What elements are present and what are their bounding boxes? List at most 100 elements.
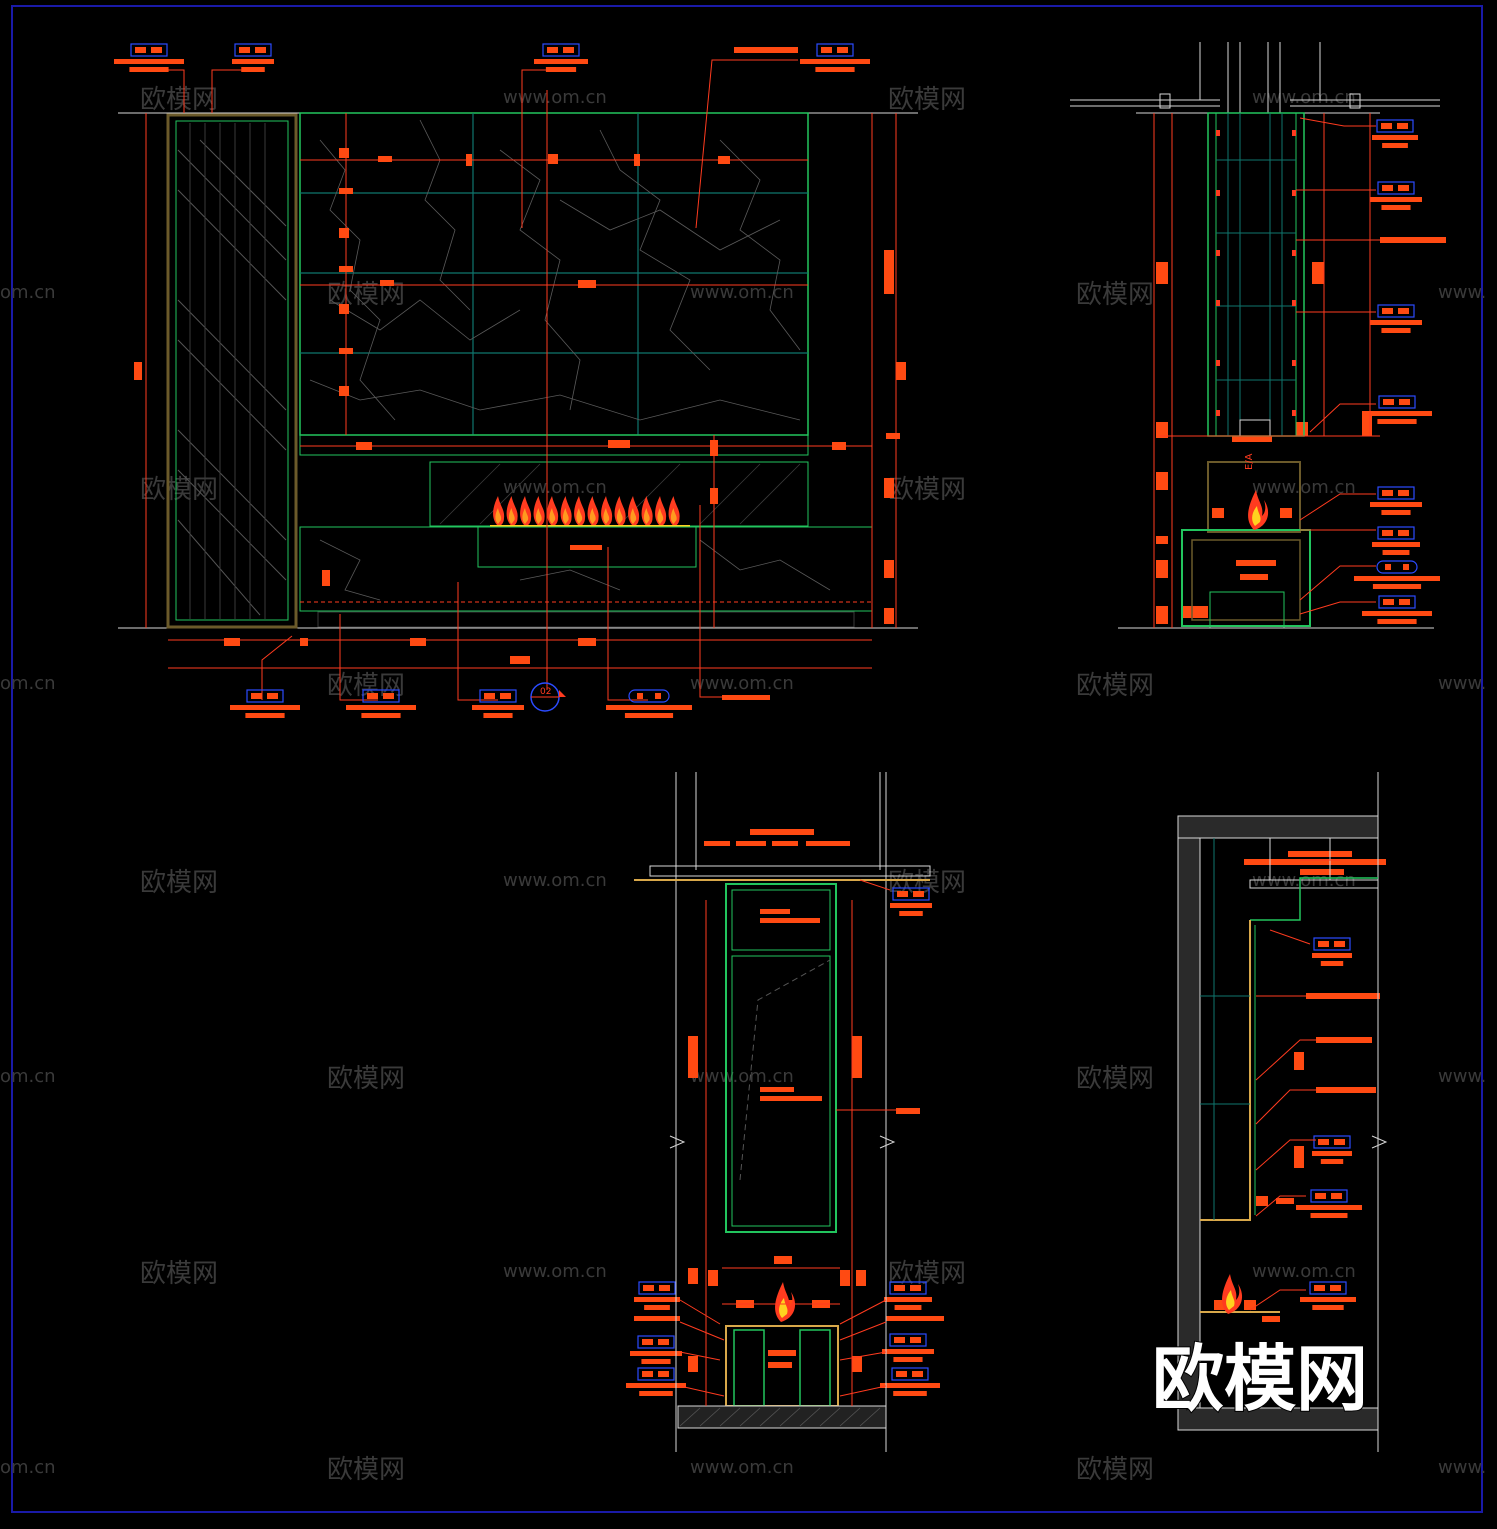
dimension-text-block — [570, 545, 602, 550]
watermark-url-fragment: om.cn — [0, 1066, 56, 1087]
material-callout-tag — [800, 43, 870, 72]
callout-pill-tag — [1354, 560, 1440, 589]
flame-icon — [1248, 490, 1269, 530]
watermark-brand: 欧模网 — [888, 1259, 966, 1289]
material-callout-tag — [1362, 595, 1432, 624]
material-callout-tag — [472, 689, 524, 718]
dimension-text-block — [356, 442, 372, 450]
annotation-tags — [114, 43, 1446, 1396]
flame-icon — [574, 496, 586, 526]
dimension-text-block — [896, 1108, 920, 1114]
dimension-text-block — [1316, 1037, 1372, 1043]
flame-icon — [1222, 1274, 1243, 1314]
watermark-url: www.om.cn — [690, 282, 794, 303]
dimension-text-block — [772, 841, 798, 846]
dimension-text-block — [760, 1096, 822, 1101]
dimension-text-block — [578, 638, 596, 646]
flame-icon — [520, 496, 532, 526]
watermark-url: www.om.cn — [1252, 87, 1356, 108]
material-callout-tag — [1372, 119, 1418, 148]
dimension-text-block — [339, 228, 349, 238]
material-callout-tag — [880, 1367, 940, 1396]
flame-icon — [641, 496, 653, 526]
big-watermark: 欧模网 — [1152, 1337, 1368, 1421]
material-callout-tag — [534, 43, 588, 72]
flame-icon — [506, 496, 518, 526]
dimension-text-block — [1244, 1300, 1256, 1310]
material-callout-tag — [626, 1367, 686, 1396]
dimension-text-block — [1156, 560, 1168, 578]
dimension-text-block — [806, 841, 850, 846]
watermark-url-fragment: www. — [1438, 282, 1486, 303]
dimension-text-block — [1362, 414, 1372, 436]
dimension-text-block — [736, 841, 766, 846]
dimension-text-block — [1316, 1087, 1376, 1093]
dimension-text-block — [466, 154, 472, 166]
fireplace-base — [299, 526, 873, 612]
watermark-brand: 欧模网 — [1076, 1455, 1154, 1485]
watermark-brand: 欧模网 — [140, 868, 218, 898]
dimension-text-block — [339, 266, 353, 272]
dimension-text-block — [1156, 262, 1168, 284]
section-symbol: 02 — [530, 682, 566, 712]
dimension-text-block — [634, 1316, 680, 1321]
material-callout-tag — [1312, 1135, 1352, 1164]
watermark-url: www.om.cn — [690, 673, 794, 694]
watermark-url-fragment: om.cn — [0, 282, 56, 303]
dimension-text-block — [1182, 606, 1208, 618]
dimension-text-block — [734, 47, 798, 53]
dimension-text-block — [1214, 1300, 1226, 1310]
watermark-url: www.om.cn — [690, 1457, 794, 1478]
watermark-brand: 欧模网 — [1076, 671, 1154, 701]
flame-icon — [493, 496, 505, 526]
dimension-text-block — [339, 188, 353, 194]
watermark-url: www.om.cn — [503, 1261, 607, 1282]
dimension-text-block — [886, 1316, 944, 1321]
front-elevation: 02 — [118, 59, 918, 712]
dimension-text-block — [768, 1362, 792, 1368]
drawing-frame — [11, 5, 1483, 1513]
flame-icon — [614, 496, 626, 526]
watermark-brand: 欧模网 — [327, 1455, 405, 1485]
material-callout-tag — [1312, 937, 1352, 966]
watermark-url: www.om.cn — [690, 1066, 794, 1087]
watermark-brand: 欧模网 — [1076, 1064, 1154, 1094]
dimension-text-block — [1294, 1146, 1304, 1168]
dimension-text-block — [768, 1350, 796, 1356]
dimension-text-block — [856, 1270, 866, 1286]
flame-row — [490, 496, 690, 527]
watermark-url-fragment: www. — [1438, 673, 1486, 694]
dimension-text-block — [688, 1036, 698, 1078]
watermark-brand: 欧模网 — [140, 85, 218, 115]
dimension-text-block — [1244, 859, 1386, 865]
watermark-brand: 欧模网 — [140, 475, 218, 505]
dimension-text-block — [774, 1256, 792, 1264]
material-callout-tag — [634, 1281, 680, 1310]
dimension-text-block — [884, 250, 894, 294]
dimension-text-block — [1156, 472, 1168, 490]
dimension-text-block — [1262, 1316, 1280, 1322]
dimension-text-block — [852, 1356, 862, 1372]
dimension-text-block — [1240, 574, 1268, 580]
dimension-text-block — [710, 488, 718, 504]
material-callout-tag — [882, 1333, 934, 1362]
flame-icon — [560, 496, 572, 526]
side-section-right: E/A — [1070, 42, 1440, 629]
watermark-url: www.om.cn — [503, 87, 607, 108]
section-right-bottom: 欧模网 — [1151, 772, 1388, 1452]
dimension-text-block — [852, 1036, 862, 1078]
material-callout-tag — [884, 1281, 932, 1310]
dimension-text-block — [1288, 851, 1352, 857]
watermark-url: www.om.cn — [503, 870, 607, 891]
dimension-text-block — [578, 280, 596, 288]
dimension-text-block — [1380, 237, 1446, 243]
dimension-text-block — [688, 1356, 698, 1372]
material-callout-tag — [1362, 395, 1432, 424]
dimension-text-block — [380, 280, 394, 286]
dimension-text-block — [410, 638, 426, 646]
watermark-brand: 欧模网 — [1076, 280, 1154, 310]
dimension-text-block — [134, 362, 142, 380]
dimension-text-block — [300, 638, 308, 646]
dimension-text-block — [548, 154, 558, 164]
